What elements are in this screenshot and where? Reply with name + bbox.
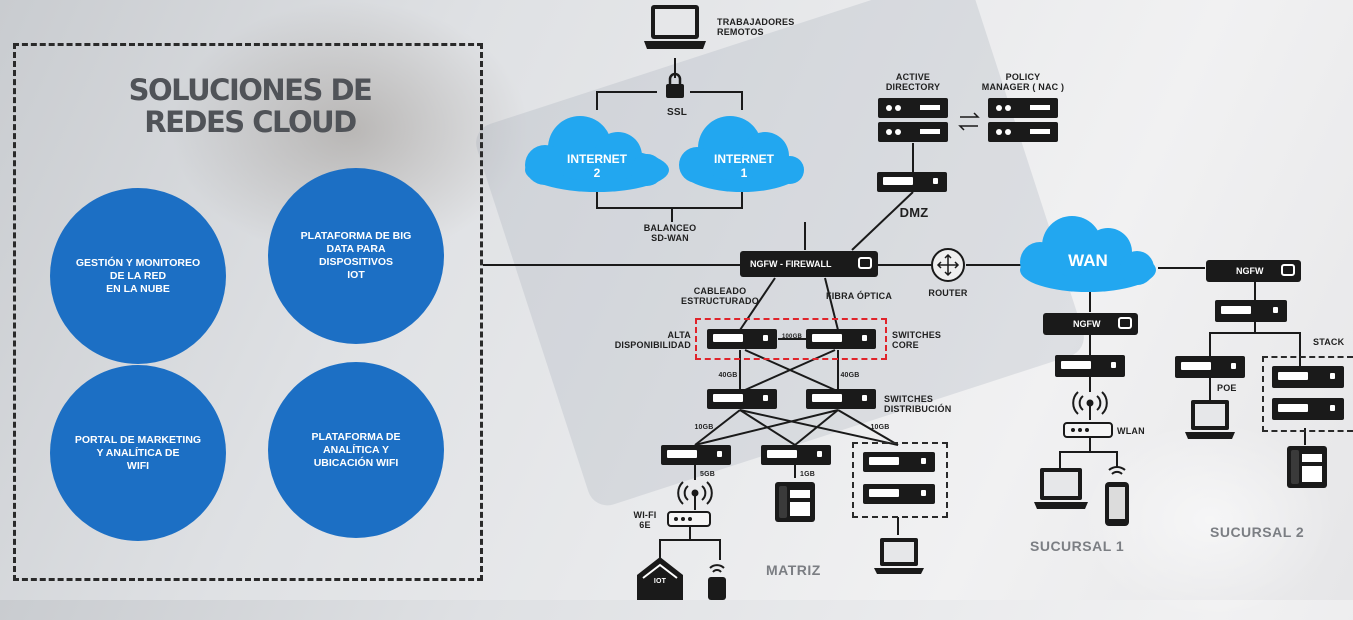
core-switch: [806, 329, 876, 349]
iot-label: IOT: [653, 578, 667, 585]
high-availability-group: [695, 318, 887, 360]
laptop-icon: [644, 5, 706, 49]
switches-distribucion-label: SWITCHES DISTRIBUCIÓN: [884, 394, 952, 414]
laptop-icon: [1185, 400, 1235, 439]
access-point-icon: [1063, 422, 1113, 438]
active-directory-label: ACTIVE DIRECTORY: [885, 72, 941, 92]
ngfw-sucursal2: NGFW: [1206, 260, 1301, 282]
solutions-panel: [13, 43, 483, 581]
distribution-switch: [806, 389, 876, 409]
router-label: ROUTER: [928, 288, 968, 298]
solution-circle-wifi-location: PLATAFORMA DE ANALÍTICA Y UBICACIÓN WIFI: [268, 362, 444, 538]
branch-switch: [1215, 300, 1287, 322]
solution-label: PLATAFORMA DE BIG DATA PARA DISPOSITIVOS…: [300, 230, 412, 281]
stack-label: STACK: [1313, 337, 1345, 347]
link-10gb-label: 10GB: [870, 424, 890, 431]
internet2-label: INTERNET 2: [567, 152, 627, 180]
solution-circle-wifi-marketing: PORTAL DE MARKETING Y ANALÍTICA DE WIFI: [50, 365, 226, 541]
switches-core-label: SWITCHES CORE: [892, 330, 942, 350]
stack-switch: [1272, 398, 1344, 420]
ngfw-firewall: NGFW - FIREWALL: [740, 251, 878, 277]
core-switch: [707, 329, 777, 349]
stack-switch: [1272, 366, 1344, 388]
wlan-label: WLAN: [1117, 426, 1145, 436]
poe-switch: [1175, 356, 1245, 378]
poe-label: POE: [1217, 383, 1237, 393]
remote-workers-label: TRABAJADORES REMOTOS: [717, 17, 795, 37]
smartphone-icon: [708, 564, 726, 600]
server-icon-policy-manager: [988, 98, 1058, 142]
lock-icon: [666, 72, 684, 98]
solution-label: PLATAFORMA DE ANALÍTICA Y UBICACIÓN WIFI: [311, 430, 401, 469]
access-switch: [761, 445, 831, 465]
ngfw-label: NGFW: [1073, 319, 1101, 329]
sucursal2-label: SUCURSAL 2: [1210, 524, 1305, 540]
cableado-label: CABLEADO ESTRUCTURADO: [681, 286, 759, 306]
ngfw-label: NGFW: [1236, 266, 1264, 276]
fibra-label: FIBRA ÓPTICA: [826, 291, 893, 301]
access-switch: [863, 452, 935, 472]
branch-switch: [1055, 355, 1125, 377]
wifi-signal-icon: [1072, 391, 1108, 420]
page-title: SOLUCIONES DE REDES CLOUD: [128, 73, 373, 139]
dmz-switch: [877, 172, 947, 192]
sync-arrows-icon: [958, 112, 980, 131]
distribution-switch: [707, 389, 777, 409]
solution-label: PORTAL DE MARKETING Y ANALÍTICA DE WIFI: [74, 433, 202, 472]
balanceo-label: BALANCEO SD-WAN: [643, 223, 697, 243]
sucursal1-label: SUCURSAL 1: [1030, 538, 1125, 554]
policy-manager-label: POLICY MANAGER ( NAC ): [981, 72, 1065, 92]
solution-circle-iot-big-data: PLATAFORMA DE BIG DATA PARA DISPOSITIVOS…: [268, 168, 444, 344]
cloud-icon-internet2: [525, 116, 669, 192]
smartphone-icon: [1105, 466, 1129, 526]
ssl-label: SSL: [666, 107, 688, 118]
wifi-signal-icon: [677, 481, 713, 510]
matriz-label: MATRIZ: [766, 562, 821, 578]
cloud-icon-wan: [1020, 216, 1156, 292]
network-diagram: [483, 5, 1327, 600]
internet1-label: INTERNET 1: [714, 152, 774, 180]
cloud-icon-internet1: [679, 116, 804, 192]
server-icon-active-directory: [878, 98, 948, 142]
wan-label: WAN: [1068, 251, 1108, 270]
router-icon: [931, 248, 965, 282]
link-10gb-label: 10GB: [694, 424, 714, 431]
link-100gb-label: 100GB: [781, 334, 802, 340]
wifi6e-label: WI-FI 6E: [633, 510, 657, 530]
firewall-label: NGFW - FIREWALL: [750, 259, 832, 269]
laptop-icon: [874, 538, 924, 574]
link-40gb-label: 40GB: [718, 372, 738, 379]
iot-house-icon: [637, 557, 683, 600]
ngfw-sucursal1: NGFW: [1043, 313, 1138, 335]
access-point-icon: [667, 511, 711, 527]
dmz-label: DMZ: [899, 205, 929, 220]
solution-label: GESTIÓN Y MONITOREO DE LA RED EN LA NUBE: [75, 256, 201, 295]
access-switch: [863, 484, 935, 504]
ip-phone-icon: [775, 482, 815, 522]
access-switch: [661, 445, 731, 465]
switch-stack-group: [852, 442, 948, 518]
ip-phone-icon: [1287, 446, 1327, 488]
link-1gb-label: 1GB: [800, 471, 815, 478]
link-5gb-label: 5GB: [700, 471, 715, 478]
link-40gb-label: 40GB: [840, 372, 860, 379]
alta-disponibilidad-label: ALTA DISPONIBILIDAD: [614, 330, 691, 350]
laptop-icon: [1034, 468, 1088, 509]
solution-circle-cloud-monitoring: GESTIÓN Y MONITOREO DE LA RED EN LA NUBE: [50, 188, 226, 364]
stack-group: [1262, 356, 1353, 432]
